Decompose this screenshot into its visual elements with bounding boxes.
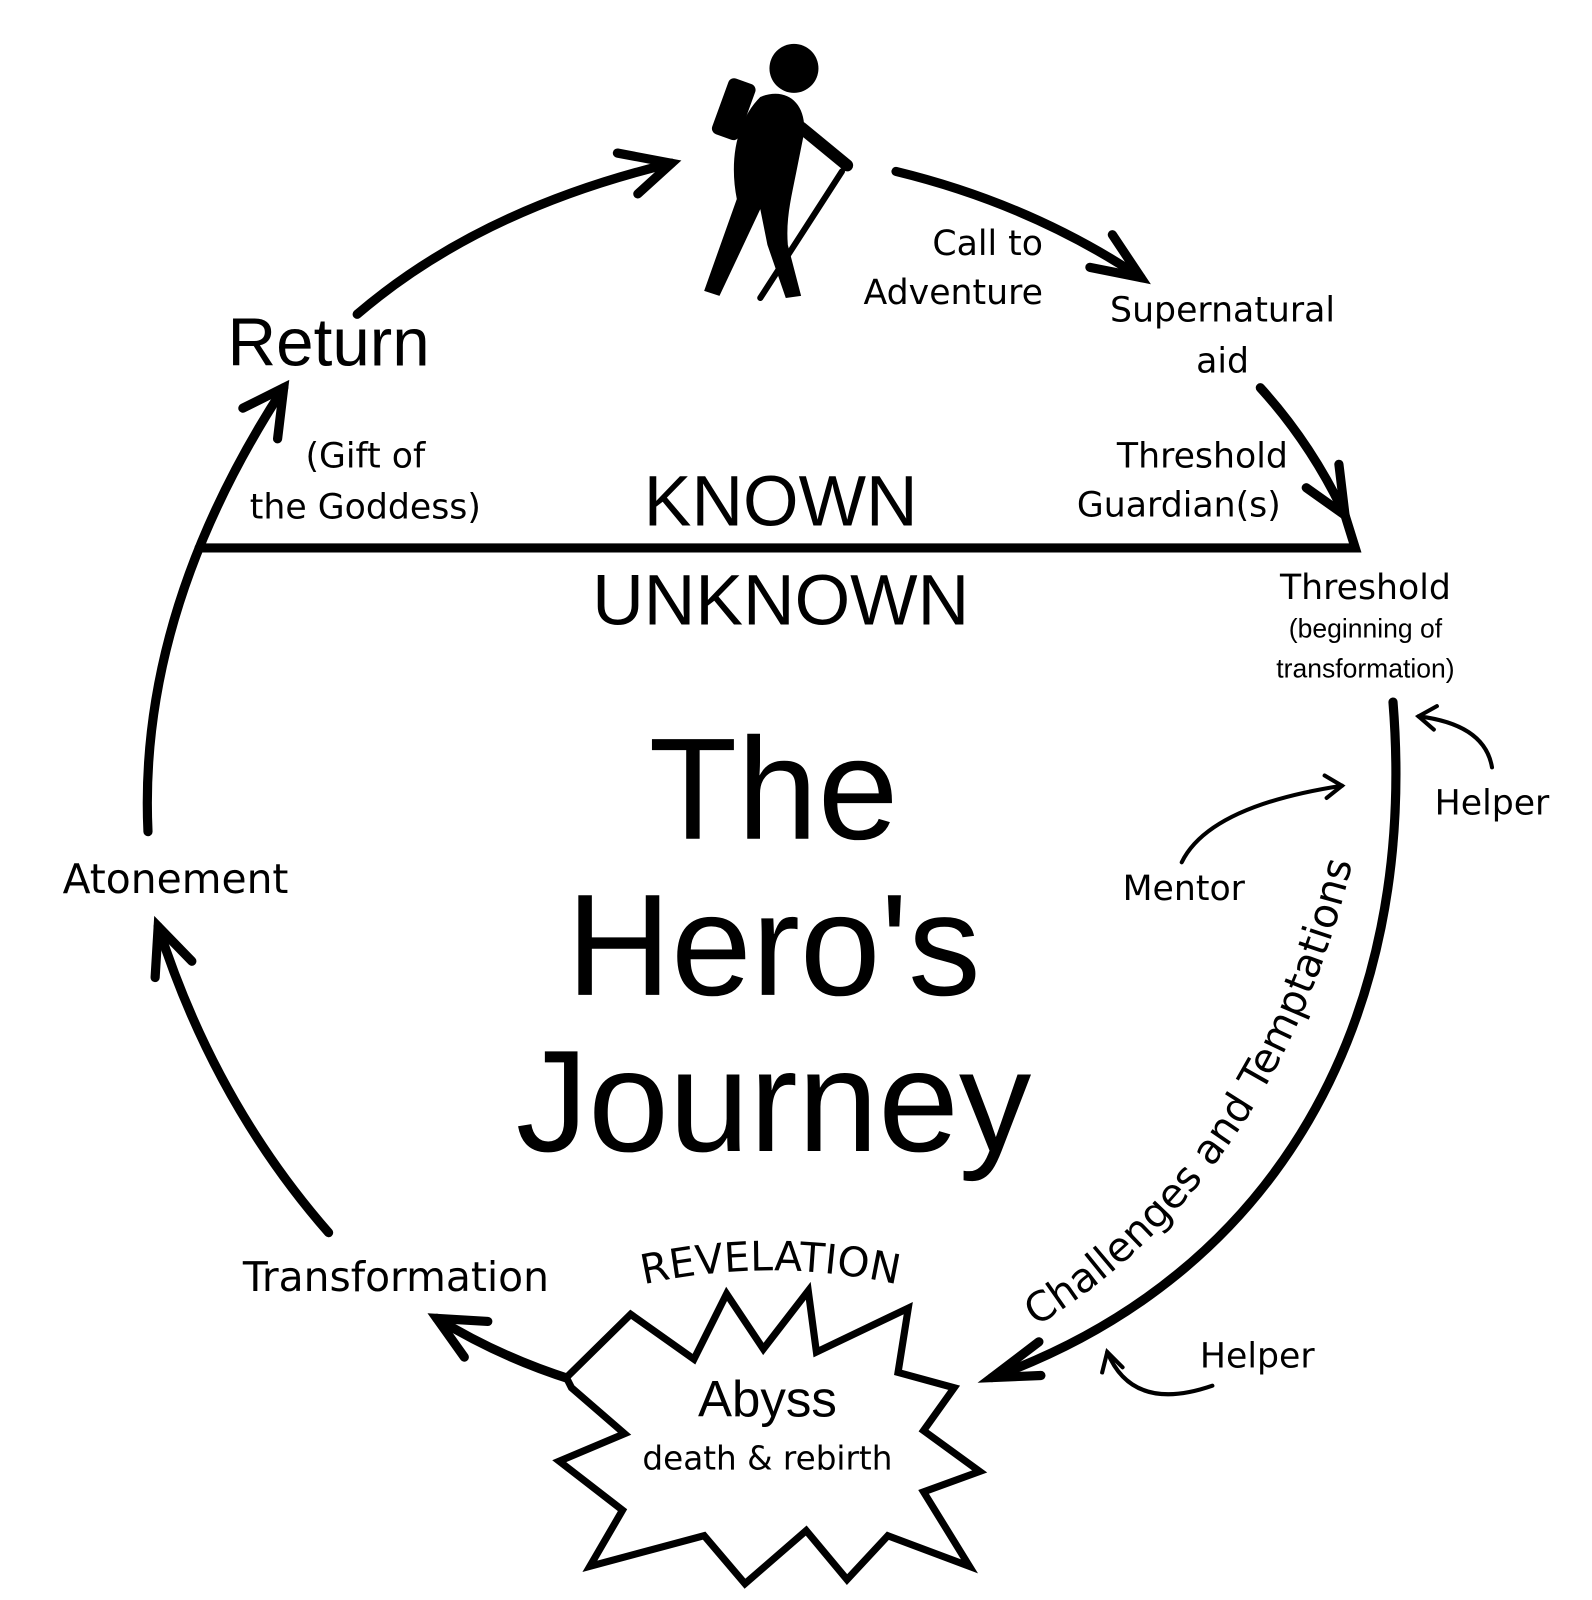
guardians-label-2: Guardian(s) <box>1077 485 1281 525</box>
helper-bottom-label: Helper <box>1200 1336 1315 1376</box>
return-to-home-arrow <box>352 148 682 319</box>
threshold-note-2: transformation) <box>1276 654 1454 684</box>
hiker-icon <box>704 43 854 302</box>
challenges-arc-arrow <box>977 697 1401 1383</box>
atonement-to-return-arrow <box>142 379 290 837</box>
abyss-label: Abyss <box>698 1370 837 1427</box>
gift-label-1: (Gift of <box>305 436 426 476</box>
title-line-3: Journey <box>516 1020 1032 1182</box>
known-unknown-divider <box>194 510 1362 553</box>
atonement-label: Atonement <box>63 855 289 903</box>
threshold-label: Threshold <box>1279 568 1451 608</box>
mentor-arrow <box>1179 773 1346 865</box>
unknown-label: UNKNOWN <box>592 560 969 640</box>
helper-top-arrow <box>1414 704 1495 770</box>
title-line-2: Hero's <box>566 864 980 1026</box>
threshold-note-1: (beginning of <box>1289 614 1443 644</box>
call-to-adventure-arrow <box>891 166 1151 285</box>
transformation-label: Transformation <box>242 1253 549 1301</box>
transformation-to-atonement-arrow <box>150 915 334 1238</box>
abyss-starburst <box>552 1281 988 1589</box>
helper-bottom-arrow <box>1100 1348 1215 1397</box>
revelation-label: REVELATION <box>636 1232 905 1294</box>
title-line-1: The <box>649 708 899 870</box>
abyss-to-transformation-arrow <box>427 1313 577 1385</box>
call-label-1: Call to <box>932 224 1043 264</box>
abyss-note: death & rebirth <box>642 1439 892 1477</box>
call-label-2: Adventure <box>864 273 1043 313</box>
supernatural-label-1: Supernatural <box>1110 290 1335 330</box>
guardians-label-1: Threshold <box>1116 436 1288 476</box>
known-label: KNOWN <box>644 462 918 542</box>
helper-top-label: Helper <box>1435 783 1550 823</box>
mentor-label: Mentor <box>1123 869 1246 909</box>
return-label: Return <box>228 305 430 380</box>
gift-label-2: the Goddess) <box>250 487 481 527</box>
supernatural-label-2: aid <box>1196 341 1249 381</box>
